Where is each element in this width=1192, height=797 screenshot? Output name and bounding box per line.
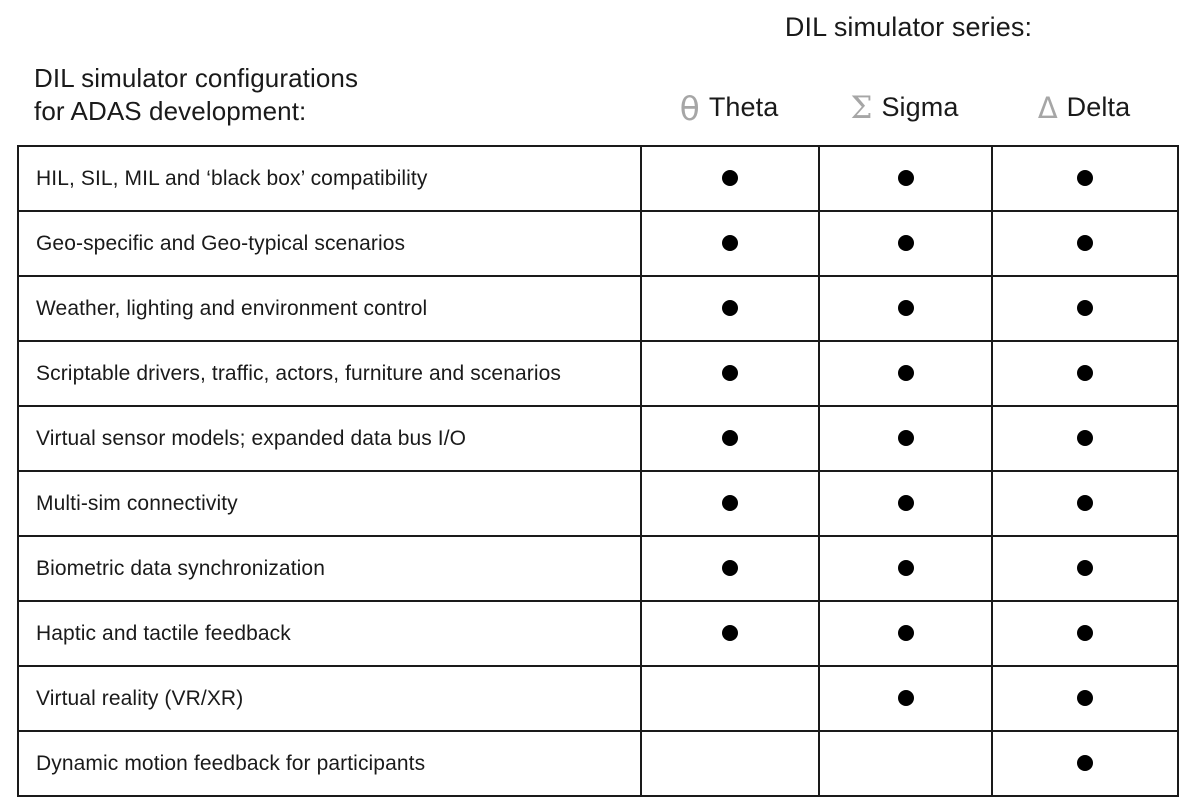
feature-label: Scriptable drivers, traffic, actors, fur… <box>17 340 642 407</box>
support-cell-delta <box>991 145 1179 212</box>
support-cell-sigma <box>818 730 993 797</box>
supported-dot-icon <box>897 495 914 512</box>
supported-dot-icon <box>722 625 738 642</box>
supported-dot-icon <box>722 235 738 252</box>
column-headers: θ Theta Σ Sigma Δ Delta <box>640 85 1177 129</box>
supported-dot-icon <box>722 430 738 447</box>
page-title: DIL simulator configurations for ADAS de… <box>34 62 614 128</box>
column-header-sigma-label: Sigma <box>881 91 959 122</box>
support-cell-delta <box>991 275 1179 342</box>
support-cell-theta <box>640 535 820 602</box>
comparison-matrix: HIL, SIL, MIL and ‘black box’ compatibil… <box>17 145 1179 797</box>
feature-label: Haptic and tactile feedback <box>17 600 642 667</box>
supported-dot-icon <box>1077 365 1093 382</box>
feature-label: Virtual sensor models; expanded data bus… <box>17 405 642 472</box>
supported-dot-icon <box>1077 625 1093 642</box>
supported-dot-icon <box>722 365 738 382</box>
feature-label: Virtual reality (VR/XR) <box>17 665 642 732</box>
theta-symbol-icon: θ <box>679 88 700 128</box>
support-cell-theta <box>640 145 820 212</box>
table-row: Multi-sim connectivity <box>17 470 1179 537</box>
support-cell-theta <box>640 730 820 797</box>
table-row: Scriptable drivers, traffic, actors, fur… <box>17 340 1179 407</box>
support-cell-sigma <box>818 600 993 667</box>
feature-label: Geo-specific and Geo-typical scenarios <box>17 210 642 277</box>
page-title-line-2: for ADAS development: <box>34 96 307 126</box>
support-cell-theta <box>640 470 820 537</box>
series-title: DIL simulator series: <box>784 12 1033 42</box>
table-row: Dynamic motion feedback for participants <box>17 730 1179 797</box>
supported-dot-icon <box>897 170 914 187</box>
page-title-line-1: DIL simulator configurations <box>34 63 359 93</box>
support-cell-theta <box>640 665 820 732</box>
support-cell-sigma <box>818 665 993 732</box>
supported-dot-icon <box>897 300 914 317</box>
supported-dot-icon <box>722 560 738 577</box>
support-cell-sigma <box>818 145 993 212</box>
feature-label: Weather, lighting and environment contro… <box>17 275 642 342</box>
table-row: Virtual reality (VR/XR) <box>17 665 1179 732</box>
support-cell-delta <box>991 405 1179 472</box>
table-row: Biometric data synchronization <box>17 535 1179 602</box>
supported-dot-icon <box>1077 300 1093 317</box>
table-row: Haptic and tactile feedback <box>17 600 1179 667</box>
support-cell-delta <box>991 600 1179 667</box>
support-cell-delta <box>991 665 1179 732</box>
support-cell-sigma <box>818 340 993 407</box>
support-cell-sigma <box>818 405 993 472</box>
sigma-symbol-icon: Σ <box>850 89 873 126</box>
support-cell-delta <box>991 470 1179 537</box>
supported-dot-icon <box>1077 430 1093 447</box>
supported-dot-icon <box>1077 755 1093 772</box>
column-header-sigma: Σ Sigma <box>818 85 991 129</box>
support-cell-delta <box>991 535 1179 602</box>
support-cell-theta <box>640 405 820 472</box>
support-cell-theta <box>640 275 820 342</box>
column-header-delta: Δ Delta <box>991 85 1177 129</box>
support-cell-delta <box>991 730 1179 797</box>
support-cell-sigma <box>818 275 993 342</box>
table-row: Virtual sensor models; expanded data bus… <box>17 405 1179 472</box>
column-header-theta-label: Theta <box>708 91 779 122</box>
support-cell-sigma <box>818 535 993 602</box>
column-header-theta: θ Theta <box>640 85 818 129</box>
support-cell-delta <box>991 210 1179 277</box>
support-cell-theta <box>640 210 820 277</box>
support-cell-delta <box>991 340 1179 407</box>
feature-label: HIL, SIL, MIL and ‘black box’ compatibil… <box>17 145 642 212</box>
supported-dot-icon <box>722 170 738 187</box>
feature-label: Biometric data synchronization <box>17 535 642 602</box>
table-row: Geo-specific and Geo-typical scenarios <box>17 210 1179 277</box>
support-cell-theta <box>640 340 820 407</box>
support-cell-sigma <box>818 210 993 277</box>
supported-dot-icon <box>1077 560 1093 577</box>
supported-dot-icon <box>1077 235 1093 252</box>
support-cell-sigma <box>818 470 993 537</box>
supported-dot-icon <box>897 625 914 642</box>
supported-dot-icon <box>722 300 738 317</box>
feature-label: Multi-sim connectivity <box>17 470 642 537</box>
supported-dot-icon <box>897 430 914 447</box>
supported-dot-icon <box>1077 690 1093 707</box>
table-row: HIL, SIL, MIL and ‘black box’ compatibil… <box>17 145 1179 212</box>
supported-dot-icon <box>1077 170 1093 187</box>
feature-label: Dynamic motion feedback for participants <box>17 730 642 797</box>
matrix-body: HIL, SIL, MIL and ‘black box’ compatibil… <box>17 145 1179 797</box>
table-row: Weather, lighting and environment contro… <box>17 275 1179 342</box>
supported-dot-icon <box>722 495 738 512</box>
supported-dot-icon <box>897 365 914 382</box>
supported-dot-icon <box>897 235 914 252</box>
delta-symbol-icon: Δ <box>1037 90 1058 125</box>
supported-dot-icon <box>897 690 914 707</box>
supported-dot-icon <box>897 560 914 577</box>
supported-dot-icon <box>1077 495 1093 512</box>
column-header-delta-label: Delta <box>1066 91 1131 122</box>
support-cell-theta <box>640 600 820 667</box>
